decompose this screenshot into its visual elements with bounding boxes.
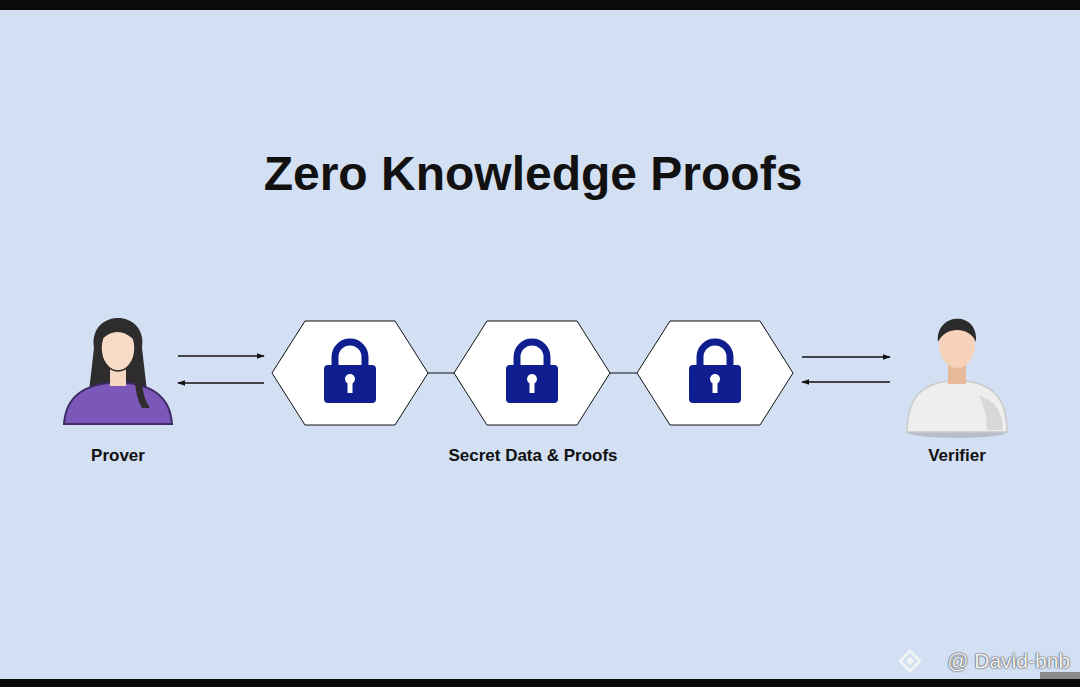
flow-arrow — [802, 381, 890, 382]
flow-arrow — [178, 355, 264, 356]
hex-link — [428, 373, 454, 374]
party-node: Verifier — [892, 300, 1022, 472]
corner-patch — [1040, 672, 1080, 679]
padlock-icon — [506, 342, 558, 403]
hexagon — [637, 321, 793, 425]
hair-front — [98, 322, 138, 345]
top-bar — [0, 0, 1080, 10]
proof-group: Secret Data & Proofs — [266, 316, 800, 472]
hair — [938, 319, 976, 342]
hexagon — [454, 321, 610, 425]
hex-link — [610, 373, 637, 374]
watermark: @ David-bnb — [947, 649, 1070, 673]
watermark-logo — [900, 651, 920, 671]
bottom-bar — [0, 679, 1080, 687]
shirt — [64, 382, 172, 424]
padlock-icon — [324, 342, 376, 403]
hexagon — [272, 321, 428, 425]
shirt-shade — [979, 396, 1003, 430]
diagram-title: Zero Knowledge Proofs — [183, 146, 883, 201]
padlock-icon — [689, 342, 741, 403]
flow-arrow — [178, 382, 264, 383]
flow-arrow — [802, 356, 890, 357]
node-label: Prover — [60, 446, 176, 466]
shirt — [907, 380, 1007, 432]
node-label: Verifier — [892, 446, 1022, 466]
party-node: Prover — [60, 300, 176, 472]
hair-strand — [134, 344, 150, 408]
node-label: Secret Data & Proofs — [266, 446, 800, 466]
